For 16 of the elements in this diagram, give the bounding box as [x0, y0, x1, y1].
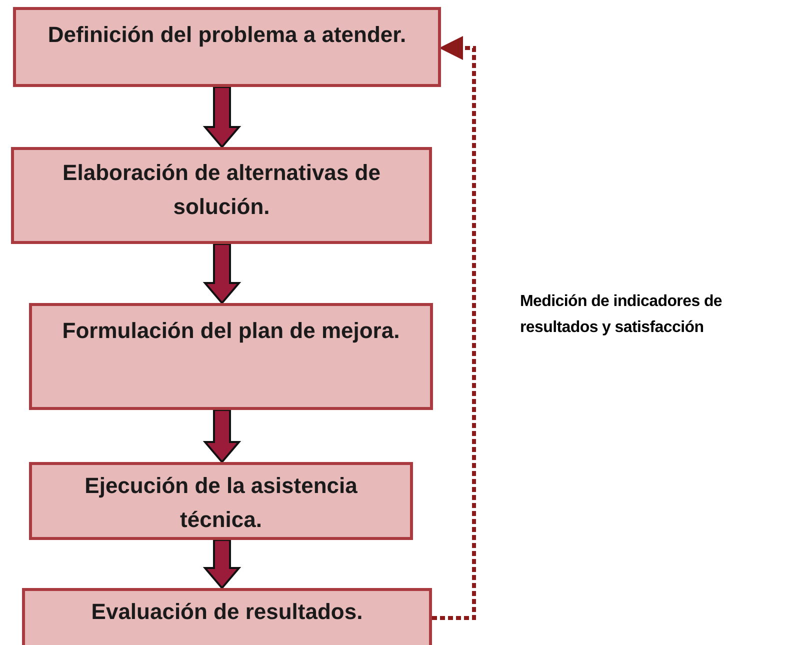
block-arrow — [202, 539, 242, 590]
dotted-arrow — [432, 36, 476, 620]
box-label: Ejecución de la asistencia técnica. — [84, 472, 358, 534]
box-label: Formulación del plan de mejora. — [62, 317, 400, 345]
box-label: Evaluación de resultados. — [90, 598, 364, 626]
process-box — [11, 147, 432, 244]
process-box — [29, 462, 413, 540]
block-arrow — [202, 409, 242, 464]
block-arrow — [202, 86, 242, 149]
edge-label: Medición de indicadores de resultados y satisfacción — [520, 292, 724, 338]
process-box — [13, 7, 441, 87]
box-label: Definición del problema a atender. — [46, 21, 408, 49]
process-box — [29, 303, 433, 410]
process-box — [22, 588, 432, 645]
box-label: Elaboración de alternativas de solución. — [62, 159, 382, 221]
block-arrow — [202, 243, 242, 305]
